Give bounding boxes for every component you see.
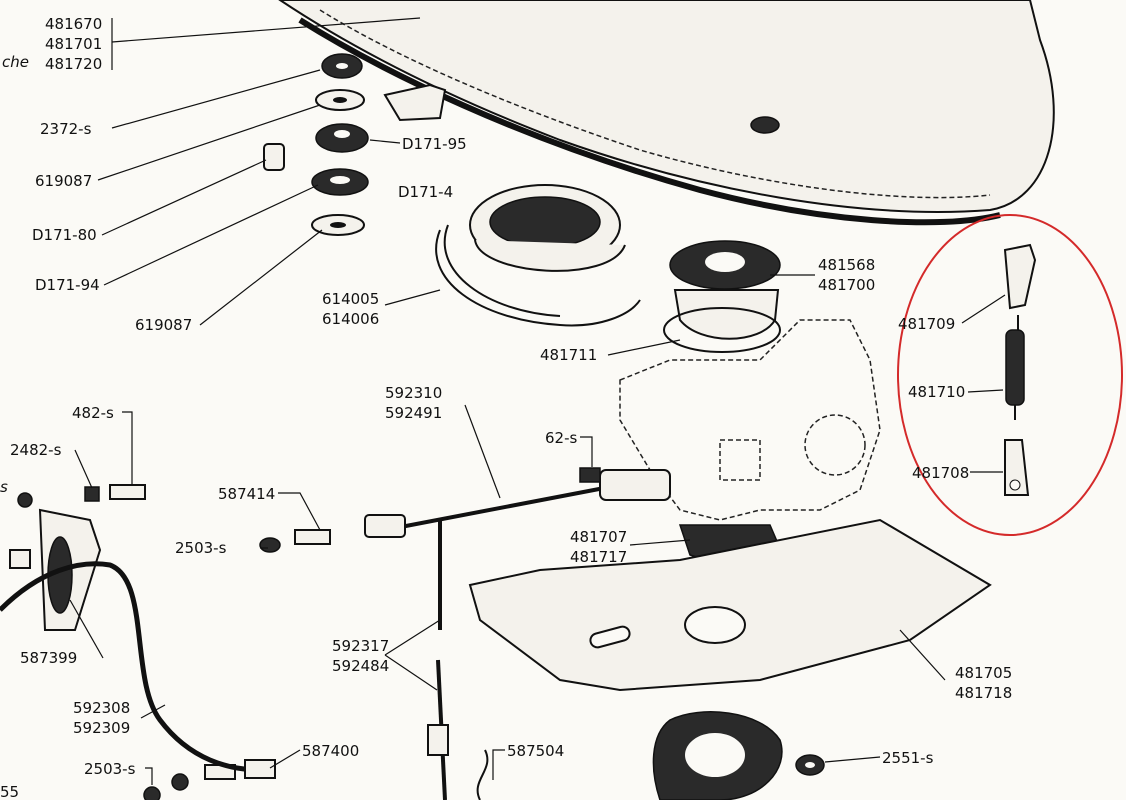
label-2372-s: 2372-s xyxy=(40,120,92,138)
label-614006: 614006 xyxy=(322,310,379,328)
label-481568: 481568 xyxy=(818,256,875,274)
label-614005: 614005 xyxy=(322,290,379,308)
part-labels: 481670 481701 481720 che 2372-s D171-95 … xyxy=(0,15,1012,800)
label-587504: 587504 xyxy=(507,742,564,760)
label-481700: 481700 xyxy=(818,276,875,294)
air-filter-housing xyxy=(278,0,1055,226)
spring-assembly xyxy=(1003,243,1037,496)
label-481709: 481709 xyxy=(898,315,955,333)
carburetor-adapter xyxy=(663,240,781,353)
leader-lines xyxy=(69,17,1006,785)
label-481705: 481705 xyxy=(955,664,1012,682)
label-D171-4: D171-4 xyxy=(398,183,453,201)
label-592308: 592308 xyxy=(73,699,130,717)
label-481670: 481670 xyxy=(45,15,102,33)
label-D171-80: D171-80 xyxy=(32,226,97,244)
label-2482-s: 2482-s xyxy=(10,441,62,459)
label-481707: 481707 xyxy=(570,528,627,546)
nut-2551 xyxy=(795,754,825,776)
label-2503-s-middle: 2503-s xyxy=(175,539,227,557)
label-481710: 481710 xyxy=(908,383,965,401)
label-592491: 592491 xyxy=(385,404,442,422)
label-481717: 481717 xyxy=(570,548,627,566)
label-55: 55 xyxy=(0,783,19,800)
label-619087-bottom: 619087 xyxy=(135,316,192,334)
flange-gasket xyxy=(652,711,783,800)
label-che: che xyxy=(2,53,29,71)
label-587399: 587399 xyxy=(20,649,77,667)
label-481718: 481718 xyxy=(955,684,1012,702)
filter-seal-ring xyxy=(435,184,641,327)
label-2503-s-bottom: 2503-s xyxy=(84,760,136,778)
label-592484: 592484 xyxy=(332,657,389,675)
label-62-s: 62-s xyxy=(545,429,577,447)
label-D171-95: D171-95 xyxy=(402,135,467,153)
highlight-circle xyxy=(897,214,1123,536)
label-2551-s: 2551-s xyxy=(882,749,934,767)
label-619087-top: 619087 xyxy=(35,172,92,190)
pedal-bracket xyxy=(0,508,276,779)
label-592309: 592309 xyxy=(73,719,130,737)
label-s: s xyxy=(0,478,8,496)
label-481711: 481711 xyxy=(540,346,597,364)
washer-stack xyxy=(263,53,369,236)
label-481701: 481701 xyxy=(45,35,102,53)
label-592317: 592317 xyxy=(332,637,389,655)
label-481720: 481720 xyxy=(45,55,102,73)
base-plate xyxy=(468,518,992,692)
throttle-linkage xyxy=(364,467,671,800)
label-482-s: 482-s xyxy=(72,404,114,422)
label-D171-94: D171-94 xyxy=(35,276,100,294)
label-592310: 592310 xyxy=(385,384,442,402)
label-587414: 587414 xyxy=(218,485,275,503)
label-587400: 587400 xyxy=(302,742,359,760)
label-481708: 481708 xyxy=(912,464,969,482)
